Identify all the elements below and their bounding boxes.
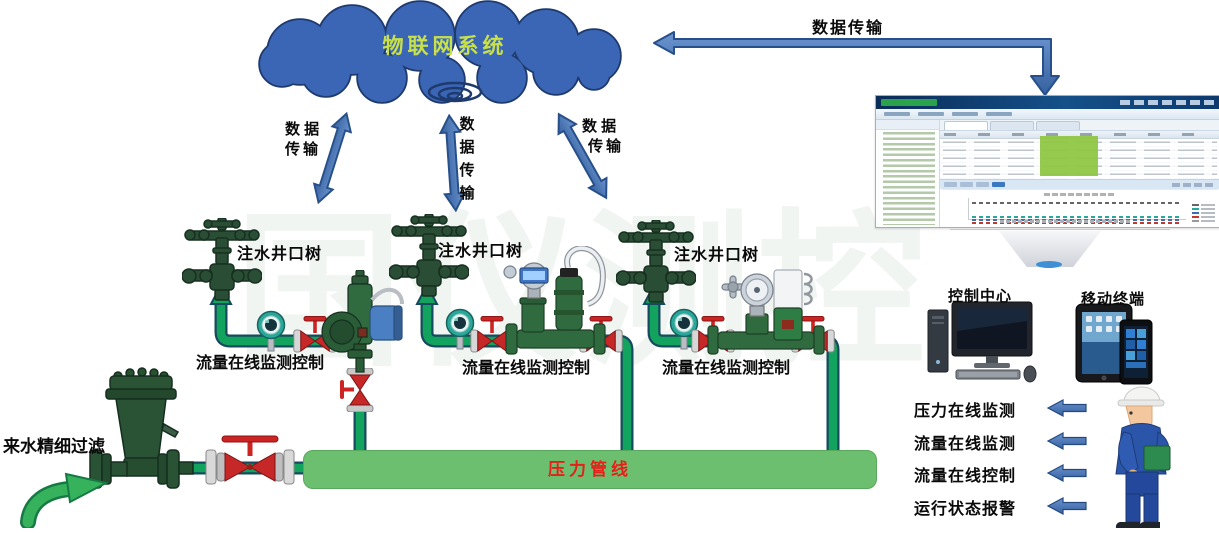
function-label-flow-monitoring: 流量在线监测 — [914, 436, 1017, 453]
function-label-pressure-monitoring: 压力在线监测 — [914, 403, 1017, 420]
label-line: 数 据 — [582, 118, 617, 135]
chart-y-axis — [968, 198, 969, 220]
iot-cloud — [258, 0, 622, 104]
chart-series-teal — [972, 216, 1182, 218]
clipboard-icon — [1143, 445, 1171, 471]
tab — [1036, 121, 1080, 130]
tree-header — [876, 120, 939, 130]
chart-title-text — [1044, 193, 1116, 196]
tree-items — [883, 132, 935, 225]
cloud-swirl — [427, 81, 483, 103]
chart-series-red — [972, 222, 1182, 224]
left-arrow-icon — [1047, 432, 1087, 450]
pagination-info — [1172, 182, 1214, 187]
pipeline-label: 压力管线 — [548, 460, 632, 479]
label-line: 传输 — [588, 138, 625, 155]
mobile-devices — [1075, 303, 1153, 385]
function-label-flow-control: 流量在线控制 — [914, 468, 1017, 485]
app-titlebar-links — [1120, 100, 1216, 105]
wellhead-label-1: 注水井口树 — [237, 246, 323, 263]
app-navbar — [876, 109, 1219, 120]
pressure-pipeline-bar: 压力管线 — [303, 450, 877, 489]
cloud-label: 物联网系统 — [382, 35, 508, 58]
pc-tower-icon — [927, 309, 949, 373]
inlet-flow-arrow — [20, 472, 109, 528]
valve-branch1-vertical — [340, 368, 374, 412]
monitor-stand-logo — [1036, 261, 1062, 268]
data-link-label-left: 数 据 传输 — [285, 120, 321, 160]
nav-item — [986, 112, 1012, 116]
label-line: 传 — [459, 162, 475, 179]
nav-item — [884, 112, 910, 116]
chart-legend — [1192, 204, 1215, 222]
app-logo — [881, 99, 937, 106]
page-chip — [976, 182, 989, 187]
inlet-filter — [89, 367, 194, 489]
left-arrow-icon — [1047, 399, 1087, 417]
flow-station-label-3: 流量在线监测控制 — [662, 360, 791, 377]
data-link-label-right: 数 据 传输 — [582, 117, 624, 157]
label-line: 传输 — [285, 141, 322, 158]
trend-chart — [942, 189, 1218, 226]
table-highlight-columns — [1040, 136, 1098, 176]
app-main-panel — [940, 120, 1219, 227]
flow-station-1 — [321, 270, 404, 373]
label-line: 据 — [459, 139, 475, 156]
app-tree-panel — [876, 120, 940, 227]
left-arrow-icon — [1047, 464, 1087, 482]
page-chip-active — [992, 182, 1005, 187]
inlet-label: 来水精细过滤 — [3, 437, 105, 456]
mobile-terminal-label: 移动终端 — [1081, 291, 1146, 308]
tab — [990, 121, 1034, 130]
flow-station-label-1: 流量在线监测控制 — [196, 355, 325, 372]
data-link-label-middle: 数 据 传 输 — [458, 113, 476, 205]
screenshot-caption — [1000, 220, 1132, 223]
monitor-bezel-line — [950, 229, 1170, 230]
function-label-status-alarm: 运行状态报警 — [914, 501, 1017, 518]
page-chip — [944, 182, 957, 187]
left-arrow-icon — [1047, 497, 1087, 515]
data-link-label-top: 数据传输 — [812, 20, 885, 37]
app-tabs — [940, 120, 1219, 131]
inlet-gate-valve — [205, 435, 295, 485]
chart-series-gray — [972, 202, 1182, 204]
control-center-pc — [927, 301, 1037, 383]
flow-station-2 — [503, 246, 606, 355]
app-titlebar — [876, 96, 1219, 109]
pc-mouse-icon — [1023, 365, 1037, 383]
label-line: 数 — [459, 116, 475, 133]
flow-station-label-2: 流量在线监测控制 — [462, 360, 591, 377]
nav-item — [952, 112, 978, 116]
wellhead-label-3: 注水井口树 — [674, 247, 760, 264]
label-line: 数 据 — [285, 121, 320, 138]
operator-figure — [1115, 386, 1171, 528]
monitoring-software-screenshot — [875, 95, 1219, 228]
label-line: 输 — [459, 185, 475, 202]
hard-hat-icon — [1123, 386, 1161, 403]
page-chip — [960, 182, 973, 187]
control-center-label: 控制中心 — [948, 288, 1013, 305]
wellhead-label-2: 注水井口树 — [438, 243, 524, 260]
tab — [944, 121, 988, 130]
nav-item — [918, 112, 944, 116]
flow-station-3 — [707, 269, 825, 355]
pagination-bar — [940, 179, 1219, 189]
